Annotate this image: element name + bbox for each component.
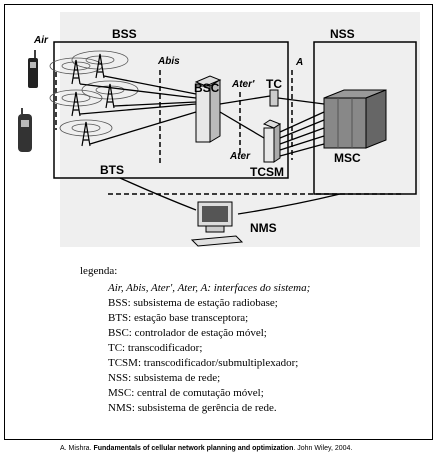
bsc-rack-icon — [194, 75, 222, 143]
legend: legenda: Air, Abis, Ater', Ater, A: inte… — [80, 264, 420, 416]
legend-item: MSC: central de comutação móvel; — [108, 387, 264, 399]
credit-book-title: Fundamentals of cellular network plannin… — [93, 445, 294, 452]
air-interface-label: Air — [34, 35, 48, 46]
bts-towers — [71, 53, 115, 147]
tcsm-label: TCSM — [250, 165, 284, 179]
legend-item: NSS: subsistema de rede; — [108, 372, 221, 384]
bss-label: BSS — [112, 27, 137, 41]
legend-item: TC: transcodificador; — [108, 342, 203, 354]
a-links — [277, 97, 325, 157]
network-diagram — [18, 12, 420, 247]
figure-frame — [4, 4, 433, 440]
ater-interface-label: Ater — [230, 151, 251, 162]
nms-computer-icon — [190, 201, 244, 247]
legend-item: Air, Abis, Ater', Ater, A: interfaces do… — [108, 282, 311, 294]
tcsm-rack-icon — [262, 119, 282, 163]
abis-links — [79, 75, 197, 145]
bts-label: BTS — [100, 163, 124, 177]
abis-interface-label: Abis — [158, 56, 180, 67]
credit-author: A. Mishra. — [60, 445, 94, 452]
legend-item: BTS: estação base transceptora; — [108, 312, 249, 324]
mobile-phone-icon — [18, 108, 32, 152]
ater-links — [219, 95, 271, 139]
legend-item: BSS: subsistema de estação radiobase; — [108, 297, 278, 309]
legend-item: NMS: subsistema de gerência de rede. — [108, 402, 277, 414]
a-interface-label: A — [296, 57, 304, 68]
ater-prime-interface-label: Ater' — [232, 79, 255, 90]
legend-title: legenda: — [80, 265, 118, 277]
legend-item: TCSM: transcodificador/submultiplexador; — [108, 357, 299, 369]
source-credit: A. Mishra. Fundamentals of cellular netw… — [60, 444, 352, 453]
tc-unit-icon — [269, 89, 279, 107]
tc-label: TC — [266, 77, 282, 91]
credit-publisher: . John Wiley, 2004. — [293, 445, 353, 452]
nms-links — [119, 177, 341, 215]
bsc-label: BSC — [194, 81, 220, 95]
legend-item: BSC: controlador de estação móvel; — [108, 327, 267, 339]
nss-label: NSS — [330, 27, 355, 41]
msc-label: MSC — [334, 151, 361, 165]
msc-cabinet-icon — [323, 89, 387, 149]
nms-label: NMS — [250, 221, 277, 235]
bss-box — [53, 41, 289, 179]
mobile-phone-icon — [28, 50, 38, 88]
